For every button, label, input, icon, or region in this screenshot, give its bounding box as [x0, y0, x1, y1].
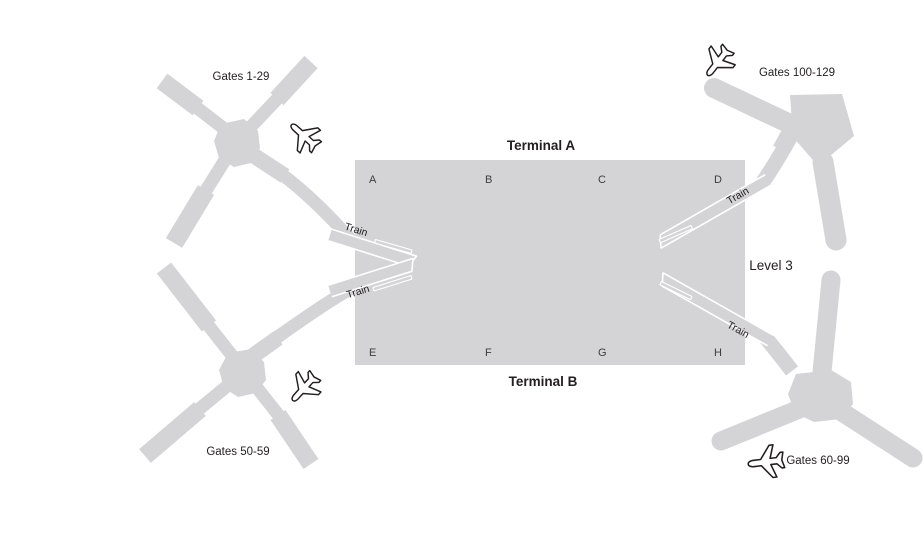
terminal-a-label: Terminal A: [507, 138, 576, 153]
section-letter-d: D: [714, 174, 722, 186]
concourse-gates-50-59: [139, 262, 319, 470]
train-band-bottom-right: [661, 272, 774, 347]
train-track-icon: [373, 238, 413, 254]
train-track-icons: [372, 224, 694, 301]
train-track-icon: [658, 224, 694, 244]
concourse-core: [788, 370, 853, 422]
section-letter-h: H: [714, 347, 722, 359]
section-letter-b: B: [485, 174, 492, 186]
gates-60-99-label: Gates 60-99: [786, 455, 849, 467]
level-label: Level 3: [749, 258, 793, 273]
train-track-icon: [659, 281, 693, 301]
section-letter-f: F: [485, 347, 492, 359]
train-band-bottom-left: [327, 257, 414, 298]
gates-100-129-label: Gates 100-129: [759, 67, 835, 79]
concourse-core: [214, 119, 260, 167]
terminal-building: [355, 160, 745, 365]
airplane-icon: [290, 123, 323, 154]
terminal-b-label: Terminal B: [509, 374, 578, 389]
gates-50-59-label: Gates 50-59: [206, 446, 269, 458]
train-track-icon: [372, 274, 413, 292]
airplane-icon: [706, 43, 736, 77]
section-letter-c: C: [598, 174, 606, 186]
concourse-gates-100-129: [704, 78, 854, 251]
corridor-bottom-right: [760, 333, 798, 376]
concourse-gates-1-29: [156, 55, 318, 248]
airplane-icon: [291, 369, 322, 402]
concourse-core: [219, 349, 266, 397]
concourse-wedge: [790, 94, 854, 166]
airplane-icon: [747, 444, 786, 479]
concourse-gates-60-99: [711, 270, 923, 468]
section-letter-e: E: [369, 347, 376, 359]
section-letter-a: A: [369, 174, 377, 186]
terminal-sections: A B C D E F G H: [369, 174, 722, 359]
section-letter-g: G: [598, 347, 607, 359]
gates-1-29-label: Gates 1-29: [213, 71, 270, 83]
